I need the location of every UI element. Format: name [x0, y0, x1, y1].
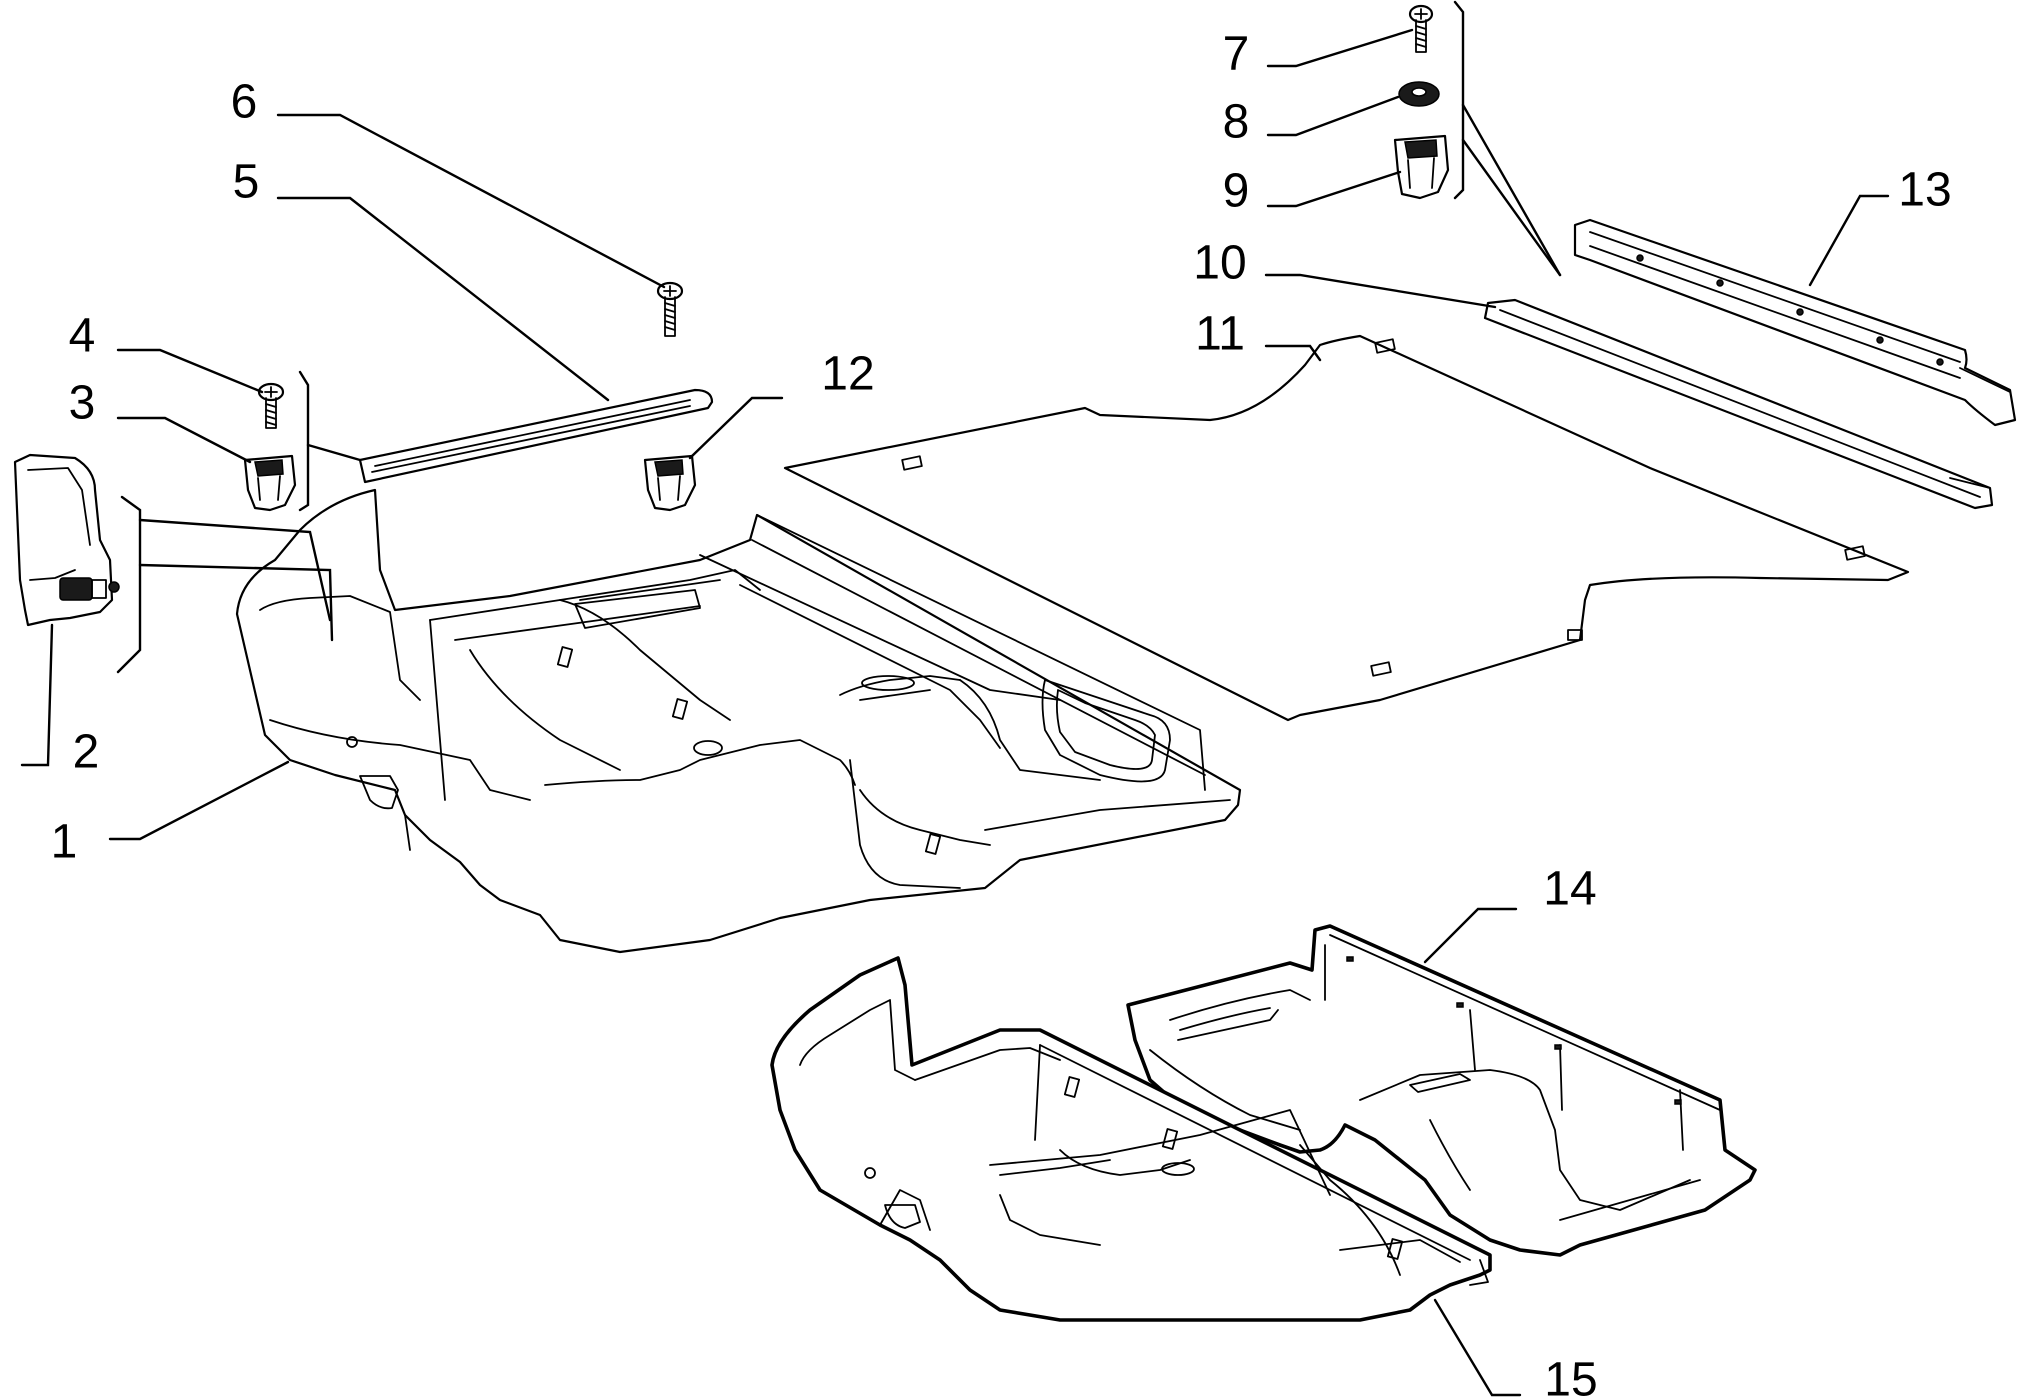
rear-trim-bar [1573, 218, 2017, 427]
callout-11: 11 [1195, 308, 1245, 361]
floor-panel [783, 334, 1910, 722]
leader-11 [1264, 344, 1322, 362]
group-bracket-7-9 [1453, 0, 1465, 200]
callout-7: 7 [1223, 28, 1250, 81]
leader-bracket-2b [138, 518, 332, 622]
leader-7 [1266, 28, 1414, 68]
washer [1398, 81, 1440, 107]
trim-strip-left [358, 388, 714, 484]
clip-left [243, 454, 297, 512]
group-bracket-2 [116, 495, 142, 674]
leader-1 [108, 760, 290, 841]
callout-15: 15 [1544, 1354, 1597, 1398]
leader-9 [1266, 170, 1402, 208]
leader-10 [1264, 273, 1497, 309]
leader-14 [1423, 907, 1518, 964]
leader-bracket-7-9a [1461, 103, 1562, 277]
leader-bracket-3-4 [306, 443, 362, 462]
leader-2 [20, 623, 54, 767]
leader-5 [276, 196, 610, 402]
main-carpet-tray [235, 488, 1242, 954]
rear-carpet [1126, 924, 1757, 1257]
callout-5: 5 [233, 156, 260, 209]
leader-6 [276, 113, 666, 289]
callout-labels: 1 2 3 4 5 6 7 8 9 10 11 12 13 14 15 [51, 28, 1952, 1398]
callout-6: 6 [231, 76, 258, 129]
callout-1: 1 [51, 816, 78, 869]
screw-left [257, 382, 285, 429]
callout-4: 4 [69, 310, 96, 363]
leader-15 [1433, 1298, 1522, 1397]
screw-small [1408, 4, 1434, 53]
leader-12 [688, 396, 784, 460]
clip-right [643, 454, 697, 512]
leader-8 [1266, 95, 1400, 137]
callout-8: 8 [1223, 96, 1250, 149]
leader-13 [1808, 194, 1890, 287]
callout-9: 9 [1223, 165, 1250, 218]
callout-3: 3 [69, 377, 96, 430]
clip-small [1393, 134, 1450, 200]
callout-10: 10 [1193, 237, 1246, 290]
group-bracket-3-4 [298, 370, 310, 512]
side-bracket [13, 453, 120, 627]
callout-14: 14 [1543, 863, 1596, 916]
callout-2: 2 [73, 726, 100, 779]
floor-rail [1483, 298, 1994, 510]
callout-12: 12 [821, 348, 874, 401]
screw-top [656, 281, 684, 337]
left-rear-carpet [770, 956, 1492, 1322]
callout-13: 13 [1898, 164, 1951, 217]
leader-bracket-7-9b [1461, 138, 1562, 277]
leader-bracket-2 [138, 563, 334, 642]
leader-4 [116, 348, 264, 394]
leader-lines [20, 28, 1890, 1397]
leader-3 [116, 416, 252, 464]
